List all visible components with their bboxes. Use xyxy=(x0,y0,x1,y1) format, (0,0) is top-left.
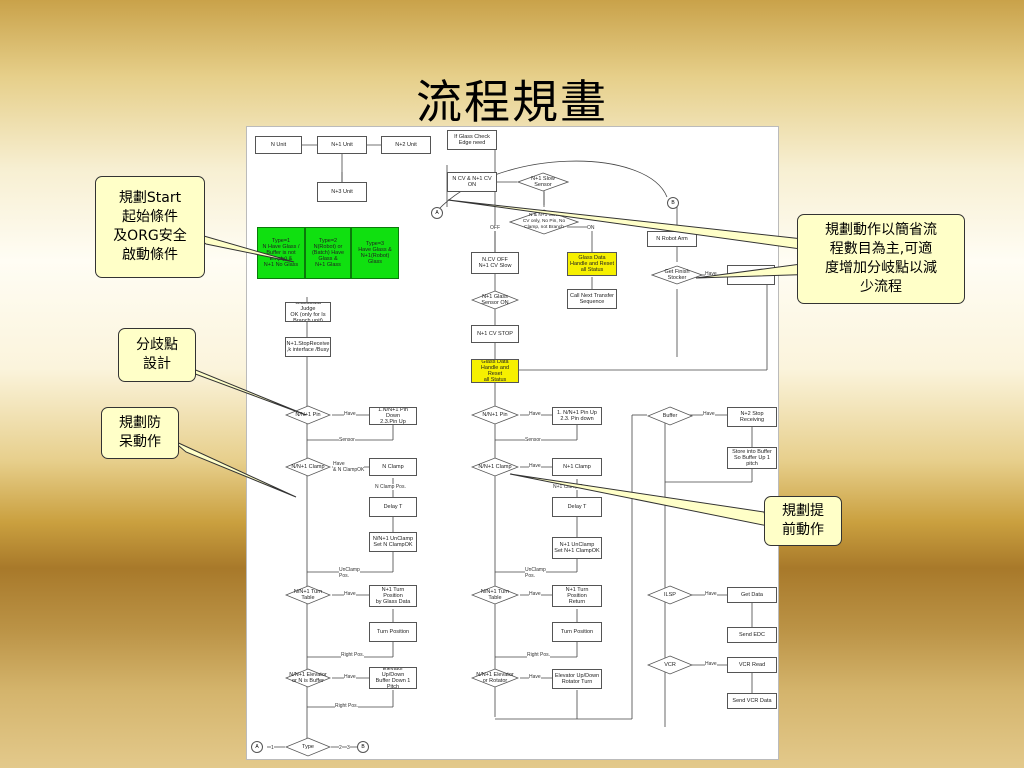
edge-label: Have xyxy=(705,591,717,597)
edge-label: Sensor xyxy=(525,437,541,443)
node-store-buffer: Store into Buffer So Buffer Up 1 pitch xyxy=(727,447,777,469)
node-n-clamp: N Clamp xyxy=(369,458,417,476)
callout-advance-action: 規劃提 前動作 xyxy=(764,496,842,546)
node-cv-on: N CV & N+1 CV ON xyxy=(447,172,497,192)
edge-label: Have xyxy=(344,411,356,417)
edge-label: Have xyxy=(344,674,356,680)
edge-label: 2 xyxy=(339,745,342,751)
edge-label: 1 xyxy=(271,745,274,751)
edge-label: Have xyxy=(705,271,717,277)
decision-finish-stocker: Get Finish Stocker xyxy=(651,265,703,285)
node-glass-data-reset-1: Glass Data Handle and Reset all Status xyxy=(567,252,617,276)
node-elevator-left: Elevator Up/Down Buffer Down 1 Pitch xyxy=(369,667,417,689)
decision-ilsp: ILSP xyxy=(647,585,693,605)
decision-elevator: N/N+1 Elevator or N is Buffer xyxy=(285,668,331,688)
node-robot-arm: N Robot Arm xyxy=(647,231,697,247)
node-send-edc: Send EDC xyxy=(727,627,777,643)
node-turn-position-mid: Turn Position xyxy=(552,622,602,642)
node-turn-position-left: Turn Position xyxy=(369,622,417,642)
callout-simplify-flow: 規劃動作以簡省流 程數目為主,可適 度增加分岐點以減 少流程 xyxy=(797,214,965,304)
decision-pin: N/N+1 Pin xyxy=(285,405,331,425)
edge-label: Have xyxy=(705,661,717,667)
callout-branch-point: 分歧點 設計 xyxy=(118,328,196,382)
node-n2-unit: N+2 Unit xyxy=(381,136,431,154)
edge-label: Have xyxy=(344,591,356,597)
edge-label: Have xyxy=(529,674,541,680)
node-glass-data-reset-2: Glass Data Handle and Reset all Status xyxy=(471,359,519,383)
edge-label: UnClamp Pos. xyxy=(525,567,546,579)
edge-label: Have xyxy=(529,411,541,417)
node-n1-clamp: N+1 Clamp xyxy=(552,458,602,476)
decision-turn-table: N/N+1 Turn Table xyxy=(285,585,331,605)
node-get-data: Get Data xyxy=(727,587,777,603)
decision-clamp: N/N+1 Clamp xyxy=(285,457,331,477)
node-stop-receive: N+1.StopReceive ,k interface /Busy xyxy=(285,337,331,357)
connector-a-top: A xyxy=(431,207,443,219)
node-n1-unit: N+1 Unit xyxy=(317,136,367,154)
decision-pin-mid: N/N+1 Pin xyxy=(471,405,519,425)
edge-label: Have xyxy=(703,411,715,417)
edge-label: Sensor xyxy=(339,437,355,443)
edge-label: N Clamp Pos. xyxy=(375,484,406,490)
decision-type: Type xyxy=(285,737,331,757)
node-delay-left: Delay T xyxy=(369,497,417,517)
node-n3-unit: N+3 Unit xyxy=(317,182,367,202)
node-type2: Type=2 N(Robot) or (Batch) Have Glass & … xyxy=(305,227,351,279)
edge-label: OFF xyxy=(490,225,500,231)
node-elevator-mid: Elevator Up/Down Rotator Turn xyxy=(552,669,602,689)
edge-label: UnClamp Pos. xyxy=(339,567,360,579)
edge-label: ON xyxy=(587,225,595,231)
node-turn-position-data: N+1 Turn Position by Glass Data xyxy=(369,585,417,607)
connector-a-bottom: A xyxy=(251,741,263,753)
connector-b-top: B xyxy=(667,197,679,209)
decision-elevator-mid: N/N+1 Elevator or Rotator xyxy=(471,668,519,688)
edge-label: N+1 Clamp Pos. xyxy=(553,484,590,490)
decision-turn-table-mid: N/N+1 Turn Table xyxy=(471,585,519,605)
edge-label: Have xyxy=(529,591,541,597)
connector-b-bottom: B xyxy=(357,741,369,753)
decision-glass-sensor: N+1 Glass Sensor ON xyxy=(471,290,519,310)
edge-label: Right Pos. xyxy=(335,703,359,709)
node-type3: Type=3 Have Glass & N+1(Robot) Glass xyxy=(351,227,399,279)
node-turn-return: N+1 Turn Position Return xyxy=(552,585,602,607)
node-vcr-read: VCR Read xyxy=(727,657,777,673)
node-glassdata-judge: GlassData Judge OK (only for Is Branch u… xyxy=(285,302,331,322)
node-cv-stop: N+1 CV STOP xyxy=(471,325,519,343)
node-pin-up: 1. N/N+1 Pin Up 2.3. Pin down xyxy=(552,407,602,425)
decision-buffer: Buffer xyxy=(647,406,693,426)
node-call-next-transfer: Call Next Transfer Sequence xyxy=(567,289,617,309)
node-unclamp-mid: N+1 UnClamp Set N+1 ClampOK xyxy=(552,537,602,559)
edge-label: Right Pos. xyxy=(341,652,365,658)
node-n2-stop-receiving: N+2 Stop Receiving xyxy=(727,407,777,427)
slide-title: 流程規畫 xyxy=(416,75,608,129)
decision-slow-sensor: N+1 Slow Sensor xyxy=(517,172,569,192)
node-delay-mid: Delay T xyxy=(552,497,602,517)
node-glass-check: If Glass Check Edge need xyxy=(447,130,497,150)
edge-label: Right Pos. xyxy=(527,652,551,658)
node-pin-down: 1.N/N+1 Pin Down 2.3.Pin Up xyxy=(369,407,417,425)
edge-label: Have & N ClampOK xyxy=(333,461,365,473)
node-send-vcr-data: Send VCR Data xyxy=(727,693,777,709)
edge-label: Have xyxy=(529,463,541,469)
node-unclamp-left: N/N+1 UnClamp Set N ClampOK xyxy=(369,532,417,552)
edge-label: 3 xyxy=(347,745,350,751)
node-cv-off: N.CV OFF N+1 CV Slow xyxy=(471,252,519,274)
decision-clamp-mid: N/N+1 Clamp xyxy=(471,457,519,477)
decision-vcr: VCR xyxy=(647,655,693,675)
callout-start-conditions: 規劃Start 起始條件 及ORG安全 啟動條件 xyxy=(95,176,205,278)
callout-foolproof: 規劃防 呆動作 xyxy=(101,407,179,459)
node-n-unit: N Unit xyxy=(255,136,302,154)
